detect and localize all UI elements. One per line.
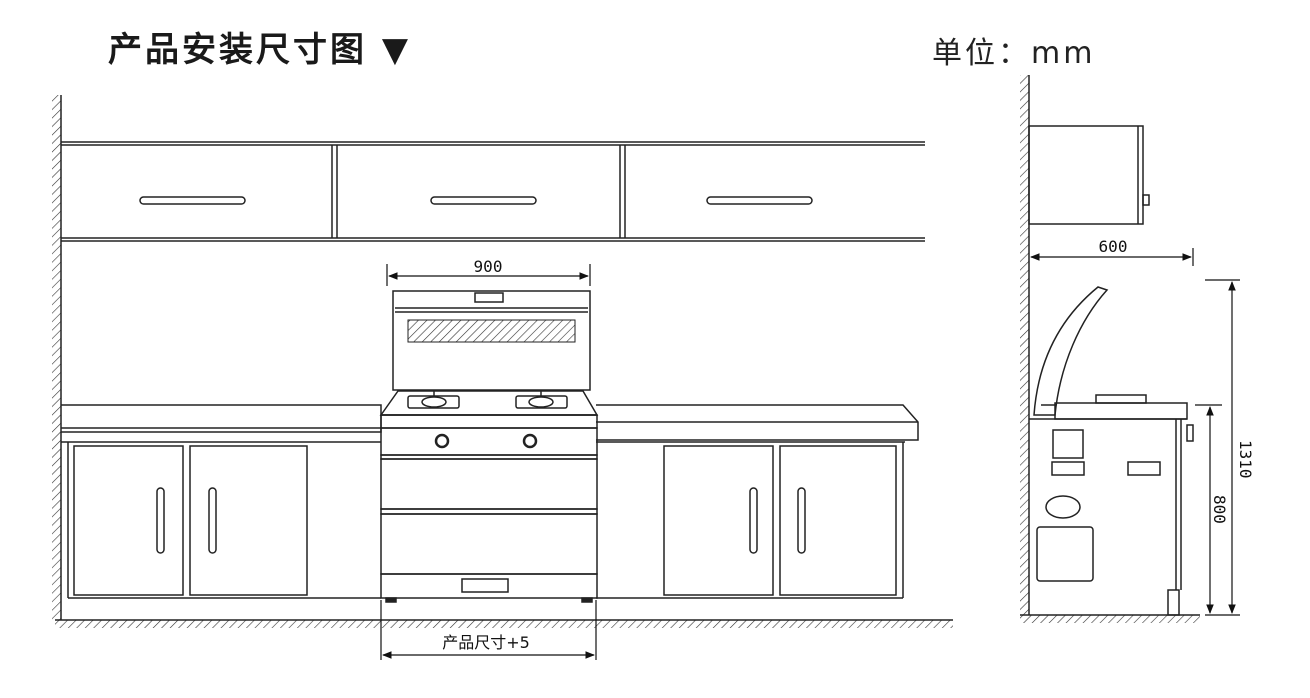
page-title: 产品安装尺寸图 ▼ — [108, 30, 411, 70]
dimension-total-height-label: 1310 — [1236, 440, 1255, 479]
dimension-counter-height — [1195, 404, 1222, 614]
burner-left-icon — [407, 390, 460, 409]
side-upper-cabinet — [1028, 125, 1150, 225]
dimension-hood-width-label: 900 — [474, 257, 503, 276]
dimension-total-height — [1205, 279, 1240, 616]
side-wall-hatch — [1020, 75, 1029, 615]
side-view — [1020, 75, 1200, 623]
dimension-counter-gap — [380, 600, 597, 660]
dimension-cabinet-depth-label: 600 — [1099, 237, 1128, 256]
side-stove — [1029, 286, 1194, 616]
range-hood — [392, 290, 591, 391]
side-floor-hatch — [1020, 615, 1200, 623]
countertop — [61, 404, 919, 443]
integrated-stove — [379, 390, 599, 603]
base-cabinets-left — [67, 442, 381, 599]
floor-hatch — [55, 620, 953, 628]
dimension-counter-height-label: 800 — [1210, 495, 1229, 524]
upper-handle-3 — [706, 196, 813, 205]
unit-label: 单位：mm — [932, 36, 1096, 71]
dimension-cabinet-depth — [1030, 248, 1194, 266]
base-cabinets-right — [596, 442, 904, 599]
left-wall-hatch — [52, 95, 61, 620]
front-view — [52, 95, 953, 628]
dimension-hood-width — [386, 264, 591, 286]
burner-right-icon — [515, 390, 568, 409]
dimension-counter-gap-label: 产品尺寸+5 — [442, 633, 530, 652]
upper-handle-1 — [139, 196, 246, 205]
upper-handle-2 — [430, 196, 537, 205]
upper-cabinets — [61, 141, 925, 242]
